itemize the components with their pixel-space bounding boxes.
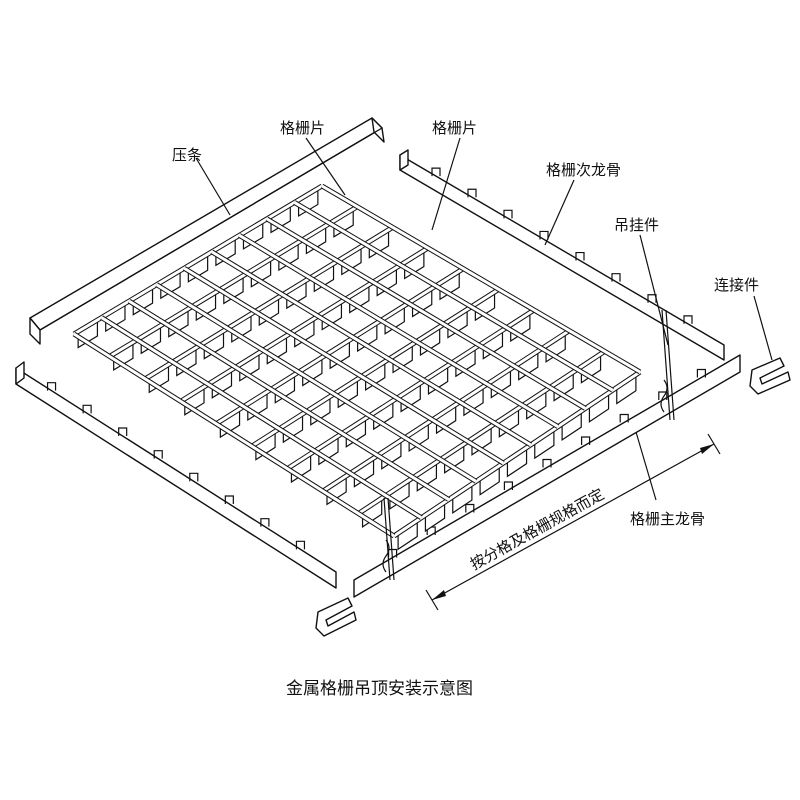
grille-bar-highlight <box>357 350 606 515</box>
keel-slot <box>189 472 199 482</box>
grille-bar-highlight <box>293 201 614 392</box>
label-connector: 连接件 <box>714 276 759 294</box>
keel-slot <box>542 458 552 468</box>
grille-bar-highlight <box>322 329 571 493</box>
keel-slot <box>611 273 621 282</box>
hanger-wire <box>382 309 675 581</box>
main-keel-right <box>353 354 741 598</box>
grille-bar-highlight <box>73 332 395 538</box>
grille-bar-highlight <box>393 370 641 538</box>
grille-bar-highlight <box>155 283 477 483</box>
keel-slot <box>82 404 92 414</box>
grille-bar-highlight <box>286 308 535 470</box>
keel-slot <box>224 495 234 504</box>
keel-slot <box>260 518 270 527</box>
keel-slot <box>575 251 585 261</box>
label-press-strip: 压条 <box>172 146 202 164</box>
keel-slot <box>467 188 477 198</box>
grille-bar-highlight <box>183 266 505 465</box>
label-secondary-keel: 格栅次龙骨 <box>546 161 621 179</box>
grille-bar-highlight <box>179 246 429 403</box>
keel-slot <box>465 503 475 513</box>
grille-bar-highlight <box>108 205 359 358</box>
main-keel-left <box>15 361 337 589</box>
keel-slot <box>696 368 706 378</box>
grille-bar-highlight <box>250 288 500 448</box>
grille-panel <box>72 183 642 551</box>
grille-bar-highlight <box>238 234 559 428</box>
connector-part-bottom <box>315 597 357 637</box>
keel-slot <box>581 436 591 445</box>
keel-slot <box>431 167 441 177</box>
grille-bar-highlight <box>100 316 423 520</box>
secondary-keel <box>399 149 725 361</box>
label-main-keel: 格栅主龙骨 <box>630 510 705 528</box>
keel-slot <box>153 450 163 459</box>
keel-slot <box>619 413 629 423</box>
grille-bar-highlight <box>144 226 394 381</box>
grille-bar-highlight <box>128 299 450 501</box>
label-hanger: 吊挂件 <box>614 216 659 234</box>
keel-slot <box>539 230 549 240</box>
label-grille-piece-2: 格栅片 <box>432 119 477 137</box>
dimension-note: 按分格及格栅规格而定 <box>467 485 607 573</box>
grille-bar-highlight <box>73 184 323 336</box>
connector-part <box>749 357 791 395</box>
keel-slot <box>503 209 513 219</box>
keel-slot <box>683 315 693 324</box>
keel-slot <box>118 427 128 436</box>
grille-bar-highlight <box>321 184 641 374</box>
keel-slot <box>658 391 668 400</box>
label-grille-piece-1: 格栅片 <box>280 119 325 137</box>
grille-bar-highlight <box>215 267 465 426</box>
leader-lines <box>195 137 773 501</box>
grille-bar-highlight <box>266 217 587 410</box>
press-strip <box>29 117 385 345</box>
keel-slot <box>295 540 306 550</box>
keel-slot <box>46 382 57 391</box>
grille-bar-highlight <box>211 250 532 447</box>
dimension-line <box>425 433 721 611</box>
keel-slot <box>503 481 513 490</box>
diagram-caption: 金属格栅吊顶安装示意图 <box>286 679 473 699</box>
